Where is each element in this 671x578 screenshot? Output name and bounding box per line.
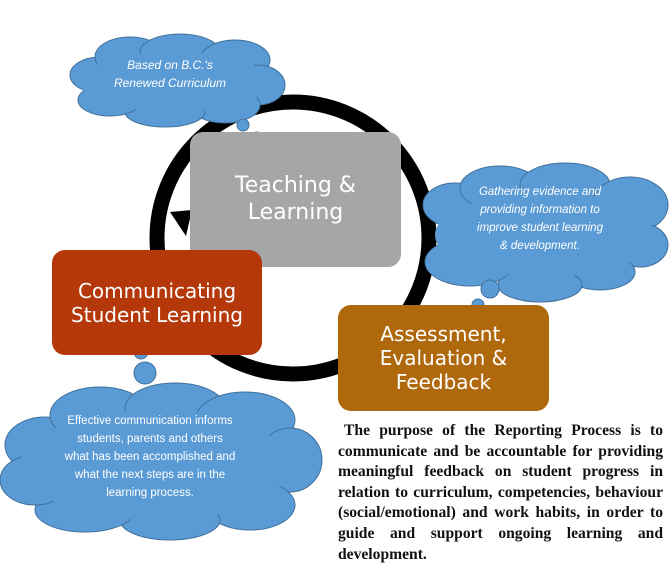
thought-bubble xyxy=(480,279,500,299)
node-label: Learning xyxy=(247,199,344,225)
cloud-line: learning process. xyxy=(106,487,194,499)
node-label: Student Learning xyxy=(71,302,243,327)
cloud-line: Based on B.C.'s xyxy=(127,58,213,72)
node-communicating-student-learning: Communicating Student Learning xyxy=(52,250,262,355)
node-label: Teaching & xyxy=(235,173,356,199)
cloud-communication-text: Effective communication informs students… xyxy=(40,412,260,502)
cloud-assessment xyxy=(422,162,669,303)
thought-bubble xyxy=(236,118,250,132)
cloud-line: students, parents and others xyxy=(77,433,223,445)
thought-bubble xyxy=(133,361,157,385)
cloud-line: & development. xyxy=(500,240,580,252)
purpose-paragraph: The purpose of the Reporting Process is … xyxy=(338,422,663,563)
cloud-line: improve student learning xyxy=(477,222,603,234)
cloud-line: providing information to xyxy=(480,204,600,216)
cloud-line: Effective communication informs xyxy=(67,415,233,427)
cloud-assessment-text: Gathering evidence and providing informa… xyxy=(445,183,635,255)
cycle-arrowhead xyxy=(170,210,192,236)
node-teaching-learning: Teaching & Learning xyxy=(190,132,401,267)
node-label: Evaluation & xyxy=(379,346,508,370)
cycle-arrow-ring xyxy=(149,94,437,382)
cloud-line: what has been accomplished and xyxy=(64,451,236,463)
cloud-line: Renewed Curriculum xyxy=(113,76,227,90)
cloud-curriculum-text: Based on B.C.'s Renewed Curriculum xyxy=(90,56,250,92)
cloud-curriculum xyxy=(69,33,286,128)
node-label: Feedback xyxy=(395,370,492,394)
node-label: Communicating xyxy=(77,278,237,303)
cloud-line: what the next steps are in the xyxy=(74,469,226,481)
node-label: Assessment, xyxy=(380,322,507,346)
node-assessment-evaluation-feedback: Assessment, Evaluation & Feedback xyxy=(338,305,549,411)
cloud-communication xyxy=(0,382,323,541)
cloud-line: Gathering evidence and xyxy=(478,186,602,198)
